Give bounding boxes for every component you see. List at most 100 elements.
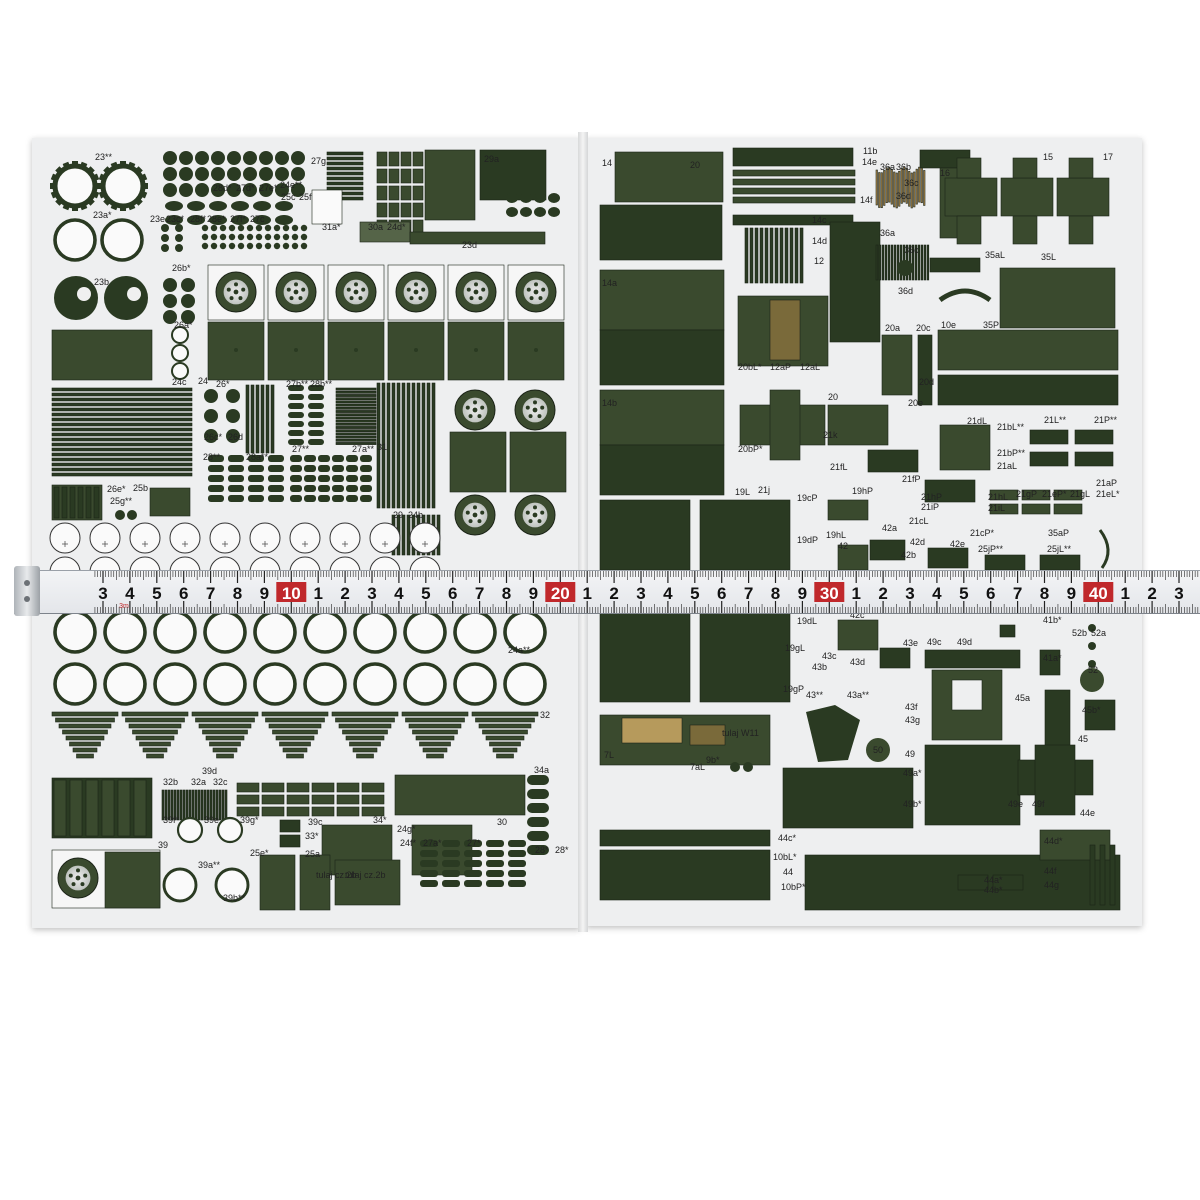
tape-number: 8 [1040,584,1049,603]
part-number-label: 27c [250,214,265,224]
part-number-label: 9b* [706,755,720,765]
part-number-label: 35aP [1048,528,1070,538]
part-number-label: 39a** [198,860,221,870]
part-number-label: 42c [850,610,865,620]
part-number-label: 12aL [800,362,821,372]
part-number-label: 49d [957,637,973,647]
part-number-label: 28f* [190,214,207,224]
part-number-label: 12aP [770,362,792,372]
part-number-label: 19gL [785,643,806,653]
part-number-label: 39c [308,817,323,827]
tape-number: 9 [260,584,269,603]
part-number-label: 21eL* [1096,489,1120,499]
part-number-label: 21hP [921,492,943,502]
tape-number: 4 [125,584,135,603]
part-number-label: 43** [806,690,824,700]
part-number-label: 35L [1041,252,1057,262]
tape-number: 7 [744,584,753,603]
part-number-label: 21gL [1070,489,1091,499]
part-number-label: 39f* [163,815,180,825]
part-number-label: 42d [910,537,926,547]
part-number-label: 41b* [1043,615,1062,625]
tape-number: 3 [636,584,645,603]
part-number-label: 24c [172,377,187,387]
tape-number: 9 [798,584,807,603]
part-number-label: 26d [228,432,244,442]
part-number-label: 36a [880,228,896,238]
part-number-label: 10bP* [781,882,806,892]
part-number-label: tulaj cz.2b [316,870,357,880]
tape-number: 8 [233,584,242,603]
hook-rivet [24,596,30,602]
part-number-label: 7L [604,750,615,760]
tape-number: 8 [771,584,780,603]
part-number-label: 28* [555,845,569,855]
tape-number: 7 [206,584,215,603]
tape-number: 4 [394,584,404,603]
tape-highlight [1083,582,1114,602]
tape-number: 10 [282,584,301,603]
part-number-label: 14f [860,195,873,205]
part-number-label: 26c* [204,432,223,442]
part-number-label: 44f [1044,866,1057,876]
tape-number: 2 [878,584,887,603]
part-number-label: 44d* [1044,836,1063,846]
tape-number: 3 [905,584,914,603]
part-number-label: 45a [1015,693,1031,703]
part-number-label: 42a [882,523,898,533]
part-number-label: 21eP* [1042,489,1067,499]
part-number-label: 36d [898,286,914,296]
tape-number: 40 [1089,584,1108,603]
part-number-label: 33* [305,831,319,841]
part-number-label: 43b [812,662,828,672]
part-number-label: 28b** [310,379,333,389]
part-number-label: 21bP** [997,448,1026,458]
part-number-label: 32b [163,777,179,787]
part-number-label: 25f [299,192,312,202]
part-number-label: 36c [904,178,919,188]
tape-unit-label: 3m [119,603,129,610]
part-number-label: 49a* [903,768,922,778]
tape-number: 2 [609,584,618,603]
part-number-label: 21j [758,485,771,495]
part-number-label: 19cP [797,493,818,503]
tape-number: 20 [551,584,570,603]
part-number-label: 24 [198,376,209,386]
part-number-label: 49c [927,637,942,647]
tape-number: 1 [582,584,591,603]
part-number-label: 42 [838,541,849,551]
part-number-label: 21cP* [970,528,995,538]
part-number-label: 20bL* [738,362,762,372]
part-number-label: 10e [941,320,957,330]
tape-number: 3 [1174,584,1183,603]
part-number-label: 20 [690,160,701,170]
part-number-label: 14e [862,157,878,167]
part-number-label: 27d* [236,183,255,193]
part-number-label: 25jP** [978,544,1004,554]
part-number-label: 28a** [246,452,269,462]
part-number-label: 29a [484,154,500,164]
part-number-label: 35aL [985,250,1006,260]
tape-number: 9 [1067,584,1076,603]
part-number-label: tulaj cz.2b [345,870,386,880]
tape-highlight [545,582,576,602]
part-number-label: 34* [373,815,387,825]
tape-number: 1 [313,584,322,603]
part-number-label: 39e [204,815,220,825]
part-number-label: 24e** [280,180,303,190]
part-number-label: 27* [467,838,481,848]
part-number-label: 27f* [230,214,247,224]
tape-number: 7 [1013,584,1022,603]
part-number-label: 43a** [847,690,870,700]
part-number-label: 23** [95,152,113,162]
part-number-label: 12 [814,256,825,266]
part-number-label: 52 [1088,665,1099,675]
part-number-label: 49e [1008,799,1024,809]
part-number-label: 23a* [93,210,112,220]
part-number-label: 25g** [110,496,133,506]
part-number-label: 28d* [213,183,232,193]
part-number-label: 43g [905,715,921,725]
tape-number: 5 [959,584,968,603]
part-number-label: 36d [896,191,912,201]
